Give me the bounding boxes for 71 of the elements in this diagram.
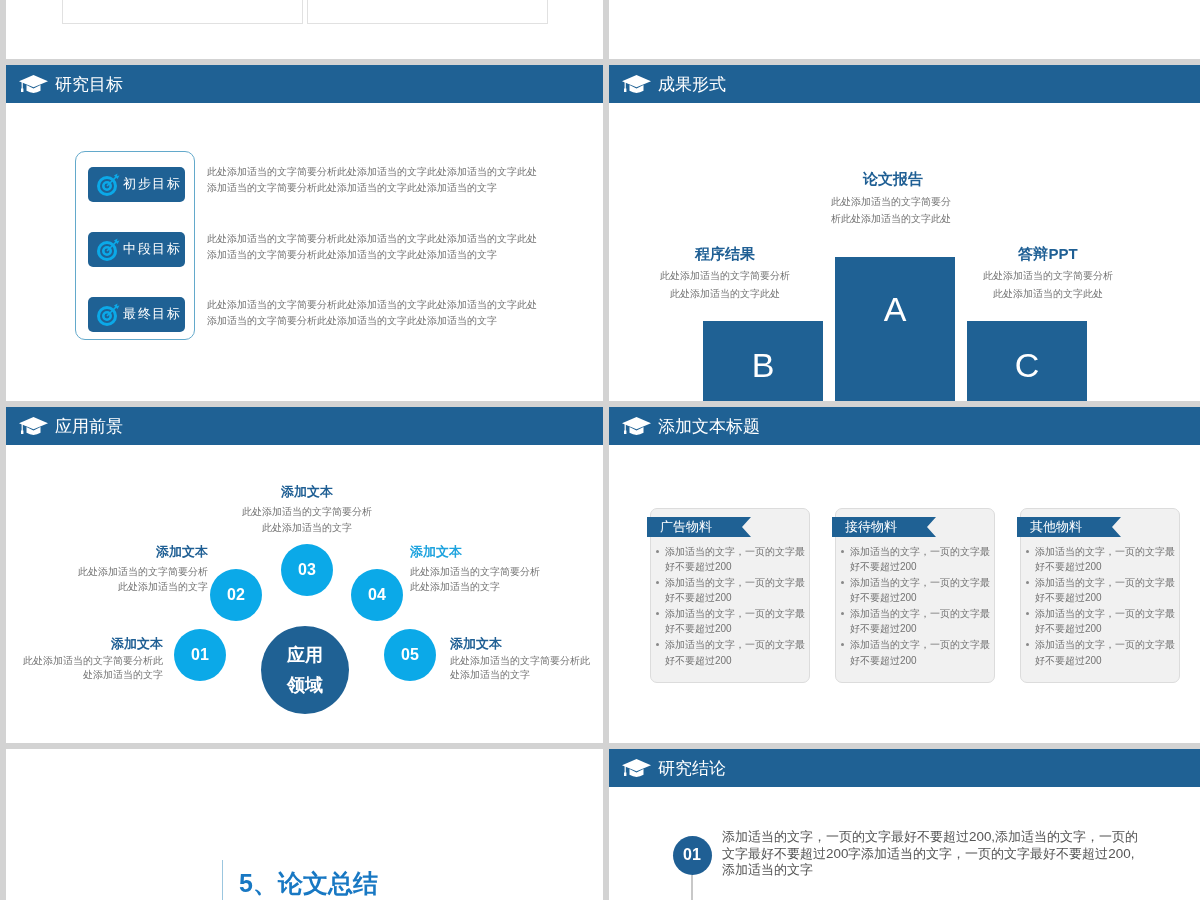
- description-text: 此处添加适当的文字简要分析此处添加适当的文字: [77, 564, 208, 595]
- list-card: [650, 508, 810, 683]
- list-item-text: 添加适当的文字，一页的文字最好不要超过200: [1035, 606, 1176, 637]
- list-card: [1020, 508, 1180, 683]
- goal-label: 中段目标: [123, 241, 181, 258]
- slide-title: 添加文本标题: [658, 416, 760, 437]
- description-text: 此处添加适当的文字简要分析此处添加适当的文字此处: [830, 194, 952, 226]
- list-item-text: 添加适当的文字，一页的文字最好不要超过200: [665, 638, 806, 668]
- item-heading: 添加文本: [450, 637, 502, 652]
- list-item-text: 添加适当的文字，一页的文字最好不要超过200: [1035, 544, 1176, 575]
- item-heading: 论文报告: [863, 170, 923, 188]
- goal-tag: [88, 232, 185, 267]
- paragraph-text: 添加适当的文字，一页的文字最好不要超过200,添加适当的文字，一页的文字最好不要超过200字添加适当的文字，一页的文字最好不要超过200,添加适当的文字: [722, 829, 1140, 879]
- item-heading: 添加文本: [111, 637, 163, 652]
- list-item-text: 添加适当的文字，一页的文字最好不要超过200: [850, 575, 991, 606]
- list-item-text: 添加适当的文字，一页的文字最好不要超过200: [1035, 638, 1176, 668]
- goal-tag: [88, 297, 185, 332]
- number-circle: 03: [281, 544, 333, 596]
- list-item-text: 添加适当的文字，一页的文字最好不要超过200: [850, 544, 991, 575]
- number-circle: 01: [174, 629, 226, 681]
- item-heading: 答辩PPT: [1018, 245, 1078, 263]
- list-item-text: 添加适当的文字，一页的文字最好不要超过200: [665, 544, 806, 575]
- goal-tag: [88, 167, 185, 202]
- description-text: 此处添加适当的文字简要分析此处添加适当的文字: [241, 505, 373, 535]
- number-circle: 04: [351, 568, 403, 621]
- list-card: [835, 508, 995, 683]
- list-item-text: 添加适当的文字，一页的文字最好不要超过200: [850, 638, 991, 668]
- description-text: 此处添加适当的文字简要分析此处添加适当的文字此处添加适当的文字此处添加适当的文字简要分析此处添加适当的文字此处添加适当的文字: [207, 165, 538, 195]
- ribbon-tag: 其他物料: [1017, 517, 1121, 537]
- number-circle: 01: [672, 835, 712, 875]
- card-panel: [307, 0, 548, 24]
- item-heading: 程序结果: [695, 245, 755, 263]
- number-circle: 02: [210, 568, 262, 621]
- slide-panel: [6, 407, 603, 743]
- description-text: 此处添加适当的文字简要分析此处添加适当的文字此处添加适当的文字此处添加适当的文字简要分析此处添加适当的文字此处添加适当的文字: [207, 298, 538, 328]
- card-panel: [62, 0, 303, 24]
- center-circle: 应用领域: [260, 625, 350, 715]
- rounded-frame: [75, 151, 195, 340]
- description-text: 此处添加适当的文字简要分析此处添加适当的文字: [450, 654, 591, 682]
- description-text: 此处添加适当的文字简要分析此处添加适当的文字: [410, 564, 541, 595]
- slide-panel: [609, 65, 1200, 401]
- section-heading: 5、论文总结: [239, 869, 378, 897]
- goal-label: 初步目标: [123, 176, 181, 193]
- list-item-text: 添加适当的文字，一页的文字最好不要超过200: [665, 575, 806, 606]
- goal-label: 最终目标: [123, 306, 181, 323]
- podium-bar: A: [835, 257, 955, 401]
- ribbon-tag: 接待物料: [832, 517, 936, 537]
- slide-panel: [609, 749, 1200, 900]
- slide-title: 研究目标: [55, 74, 123, 95]
- description-text: 此处添加适当的文字简要分析此处添加适当的文字此处: [982, 269, 1114, 301]
- item-heading: 添加文本: [156, 545, 208, 560]
- list-item-text: 添加适当的文字，一页的文字最好不要超过200: [1035, 575, 1176, 606]
- slide-panel: [6, 0, 603, 59]
- podium-bar: C: [967, 321, 1087, 401]
- list-item-text: 添加适当的文字，一页的文字最好不要超过200: [850, 606, 991, 637]
- slide-title: 研究结论: [658, 758, 726, 779]
- item-heading: 添加文本: [410, 545, 462, 560]
- slide-title: 成果形式: [658, 74, 726, 95]
- slide-panel: [6, 65, 603, 401]
- number-circle: 05: [384, 629, 436, 681]
- description-text: 此处添加适当的文字简要分析此处添加适当的文字此处: [659, 269, 791, 301]
- slide-title: 应用前景: [55, 416, 123, 437]
- list-item-text: 添加适当的文字，一页的文字最好不要超过200: [665, 606, 806, 637]
- slide-panel: [609, 407, 1200, 743]
- item-heading: 添加文本: [281, 485, 333, 500]
- ribbon-tag: 广告物料: [647, 517, 751, 537]
- description-text: 此处添加适当的文字简要分析此处添加适当的文字: [22, 654, 163, 682]
- slide-panel: [6, 749, 603, 900]
- description-text: 此处添加适当的文字简要分析此处添加适当的文字此处添加适当的文字此处添加适当的文字简要分析此处添加适当的文字此处添加适当的文字: [207, 232, 538, 262]
- podium-bar: B: [703, 321, 823, 401]
- slide-panel: [609, 0, 1200, 59]
